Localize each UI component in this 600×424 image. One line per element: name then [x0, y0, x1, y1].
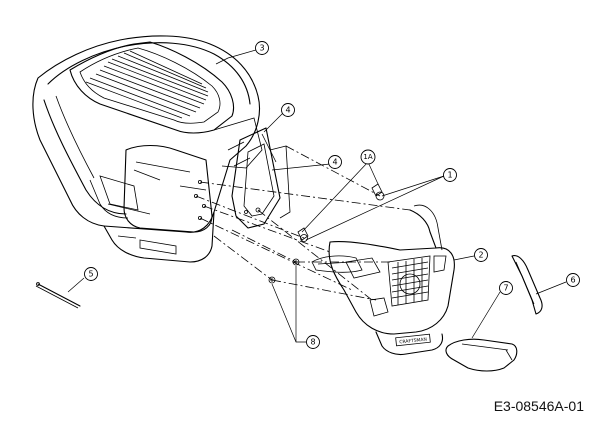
- leader-lines: [67, 49, 567, 343]
- hood-vent-slats: [85, 50, 209, 119]
- grille-badge-text: CRAFTSMAN: [399, 337, 427, 346]
- svg-text:3: 3: [259, 44, 264, 53]
- callout-6: 6: [566, 273, 580, 287]
- svg-text:2: 2: [478, 251, 483, 260]
- callout-5: 5: [84, 267, 98, 281]
- fasteners: [268, 183, 385, 284]
- svg-text:1: 1: [447, 171, 452, 180]
- callout-8: 8: [306, 335, 320, 349]
- grille-mesh: [391, 258, 429, 305]
- callout-2: 2: [474, 248, 488, 262]
- callout-4b: 4: [328, 155, 342, 169]
- callout-7: 7: [499, 281, 513, 295]
- svg-text:1A: 1A: [363, 153, 372, 161]
- callout-3: 3: [255, 41, 269, 55]
- svg-text:6: 6: [570, 276, 575, 285]
- front-grille: CRAFTSMAN: [311, 204, 455, 356]
- svg-text:7: 7: [503, 284, 508, 293]
- side-strip: [511, 255, 543, 315]
- drawing-code: E3-08546A-01: [493, 398, 584, 414]
- svg-text:4: 4: [332, 158, 337, 167]
- svg-text:8: 8: [310, 338, 315, 347]
- headlight-lens: [445, 338, 518, 372]
- callout-1: 1: [443, 168, 457, 182]
- hood-assembly: [32, 35, 263, 263]
- callout-4a: 4: [281, 103, 295, 117]
- bracket-assembly: [231, 127, 291, 229]
- assembly-lines: [195, 145, 411, 301]
- support-rod: [35, 282, 81, 309]
- callout-1a: 1A: [360, 149, 376, 165]
- svg-text:4: 4: [285, 106, 290, 115]
- svg-text:5: 5: [88, 270, 93, 279]
